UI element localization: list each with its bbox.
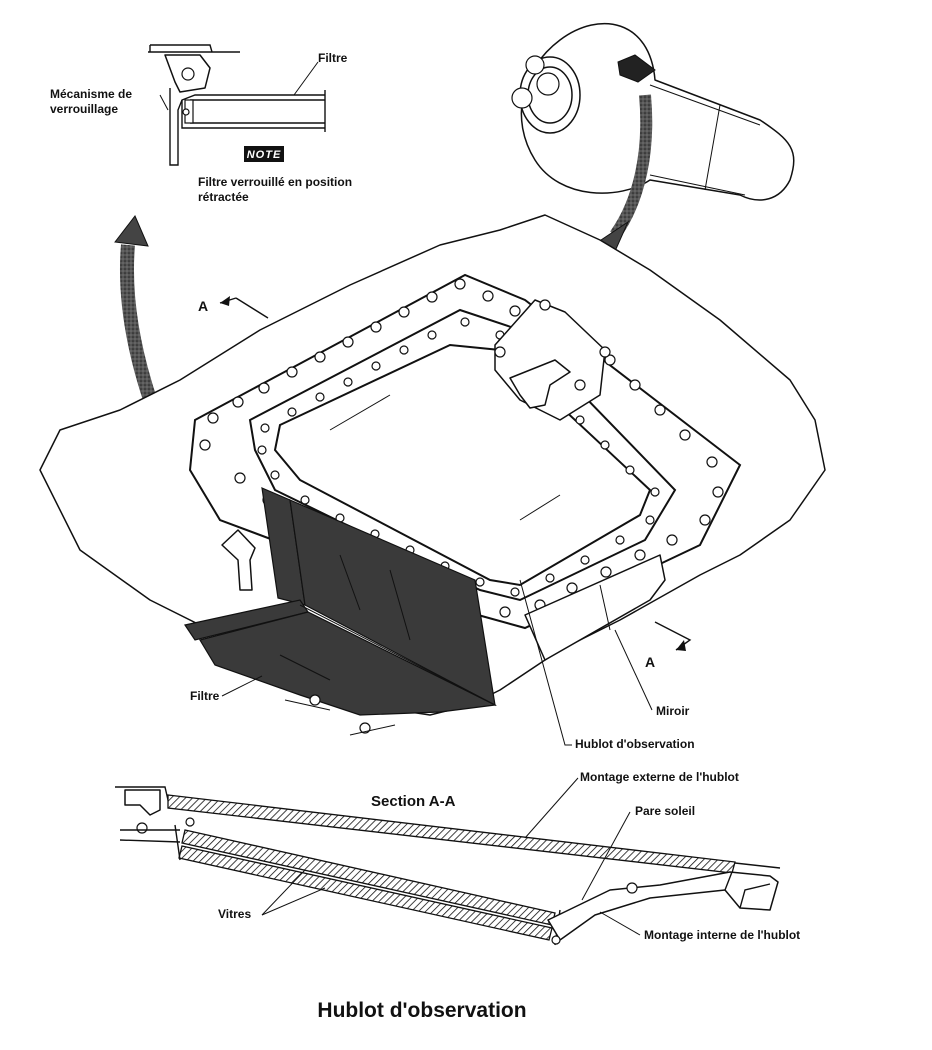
section-aa-view: Section A-A Montage externe de l'hublot … (115, 770, 800, 946)
note-badge (244, 146, 284, 162)
label-vitres: Vitres (218, 907, 251, 921)
filter-assembly (184, 487, 498, 736)
label-filtre-top: Filtre (318, 51, 348, 65)
mirror-box (524, 554, 666, 661)
locking-mechanism-detail: NOTE Filtre Mécanisme de verrouillage Fi… (50, 44, 352, 204)
viewing-device-detail (511, 22, 795, 259)
filter-bracket (221, 529, 256, 591)
label-note-text-line2: rétractée (198, 190, 249, 204)
latch-bracket (494, 299, 611, 421)
diagram-title: Hublot d'observation (317, 999, 526, 1022)
label-montage-interne: Montage interne de l'hublot (644, 928, 800, 942)
label-mecanisme-line1: Mécanisme de (50, 87, 132, 101)
section-title: Section A-A (371, 793, 456, 810)
window-panel (39, 214, 826, 736)
label-note-text-line1: Filtre verrouillé en position (198, 175, 352, 189)
label-pare-soleil: Pare soleil (635, 804, 695, 818)
label-mecanisme-line2: verrouillage (50, 102, 118, 116)
section-marker-bottom: A (645, 621, 692, 670)
label-filtre-main: Filtre (190, 689, 220, 703)
label-hublot: Hublot d'observation (575, 737, 695, 751)
section-marker-top: A (198, 296, 269, 319)
section-marker-a1: A (198, 298, 208, 314)
section-marker-a2: A (645, 654, 655, 670)
label-miroir: Miroir (656, 704, 690, 718)
label-montage-externe: Montage externe de l'hublot (580, 770, 739, 784)
note-badge-label: NOTE (247, 149, 282, 161)
